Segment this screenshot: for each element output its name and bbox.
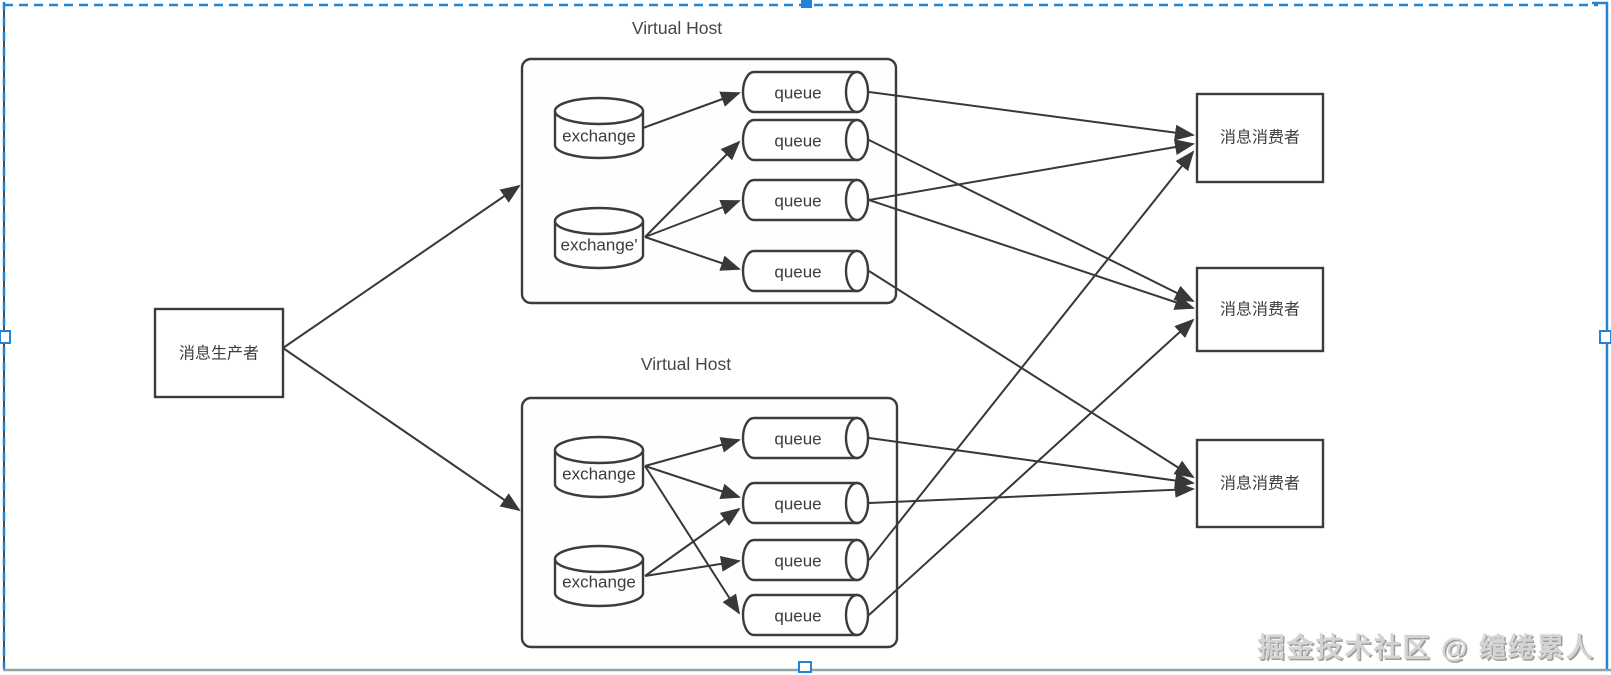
consumer3-label: 消息消费者 bbox=[1220, 475, 1300, 493]
vhost2-queue3-label: queue bbox=[774, 552, 821, 571]
selection-handle-top[interactable] bbox=[801, 0, 812, 8]
vhost2-exchange2-label: exchange bbox=[562, 573, 636, 592]
connector-vh2-queue3-consumer1 bbox=[868, 150, 1195, 561]
vhost1-exchange1-cylinder[interactable] bbox=[553, 96, 645, 160]
connector-vh2-exchange2-queue2 bbox=[644, 507, 741, 577]
vhost1-title: Virtual Host bbox=[632, 18, 722, 38]
connectors bbox=[282, 91, 1195, 616]
connector-vh1-exchange2-queue4 bbox=[644, 236, 741, 271]
connector-vh1-exchange2-queue2 bbox=[644, 140, 741, 238]
connector-vh2-queue1-consumer3 bbox=[868, 437, 1195, 489]
vhost2-queue2-label: queue bbox=[774, 495, 821, 514]
vhost2-exchange1-label: exchange bbox=[562, 465, 636, 484]
connector-vh1-queue2-consumer2 bbox=[868, 139, 1195, 302]
connector-producer-vhost1 bbox=[282, 184, 521, 349]
connector-vh2-exchange1-queue2 bbox=[644, 465, 741, 499]
connector-vh1-queue4-consumer3 bbox=[868, 270, 1195, 479]
consumer3-box[interactable] bbox=[1195, 438, 1325, 529]
vhost1-queue2[interactable] bbox=[741, 118, 870, 162]
vhost2-queue4-label: queue bbox=[774, 607, 821, 626]
connector-vh2-exchange1-queue1 bbox=[644, 437, 741, 467]
vhost2-exchange2-cylinder[interactable] bbox=[553, 544, 645, 608]
consumer2-box[interactable] bbox=[1195, 266, 1325, 353]
selection-handle-bottom[interactable] bbox=[798, 661, 812, 673]
vhost1-queue2-label: queue bbox=[774, 132, 821, 151]
vhost2-queue2[interactable] bbox=[741, 481, 870, 525]
consumer1-label: 消息消费者 bbox=[1220, 129, 1300, 147]
connector-vh1-queue1-consumer1 bbox=[868, 91, 1195, 141]
vhost1-queue4-label: queue bbox=[774, 263, 821, 282]
vhost1-exchange2-cylinder[interactable] bbox=[553, 206, 645, 270]
connector-vh2-exchange1-queue4 bbox=[644, 465, 741, 615]
connector-vh2-queue2-consumer3 bbox=[868, 481, 1195, 504]
connector-vh2-exchange2-queue3 bbox=[644, 555, 741, 577]
consumer2-label: 消息消费者 bbox=[1220, 301, 1300, 319]
vhost2-queue1-label: queue bbox=[774, 430, 821, 449]
selection-border-right bbox=[1592, 1, 1609, 669]
vhost1-queue1-label: queue bbox=[774, 84, 821, 103]
vhost2-queue4[interactable] bbox=[741, 593, 870, 637]
vhost1-queue4[interactable] bbox=[741, 249, 870, 293]
connector-vh1-queue3-consumer1 bbox=[868, 139, 1195, 201]
connector-producer-vhost2 bbox=[282, 347, 521, 512]
vhost1-exchange2-label: exchange' bbox=[561, 236, 638, 255]
connector-vh1-exchange1-queue1 bbox=[642, 91, 741, 129]
selection-handle-right[interactable] bbox=[1599, 330, 1611, 344]
watermark: 掘金技术社区 @ 缱绻累人 bbox=[1257, 633, 1595, 663]
vhost2-queue3[interactable] bbox=[741, 538, 870, 582]
vhost1-queue1[interactable] bbox=[741, 70, 870, 114]
vhost1-queue3-label: queue bbox=[774, 192, 821, 211]
vhost2-title: Virtual Host bbox=[641, 354, 731, 374]
producer-box[interactable] bbox=[153, 307, 285, 399]
vhost1-exchange1-label: exchange bbox=[562, 127, 636, 146]
connector-vh1-exchange2-queue3 bbox=[644, 199, 741, 238]
vhost2-exchange1-cylinder[interactable] bbox=[553, 435, 645, 499]
connector-vh1-queue3-consumer2 bbox=[868, 199, 1195, 310]
selection-handle-left[interactable] bbox=[0, 330, 11, 344]
vhost2-queue1[interactable] bbox=[741, 416, 870, 460]
consumer1-box[interactable] bbox=[1195, 92, 1325, 184]
vhost1-queue3[interactable] bbox=[741, 178, 870, 222]
producer-label: 消息生产者 bbox=[179, 345, 259, 363]
connector-vh2-queue4-consumer2 bbox=[868, 318, 1195, 616]
